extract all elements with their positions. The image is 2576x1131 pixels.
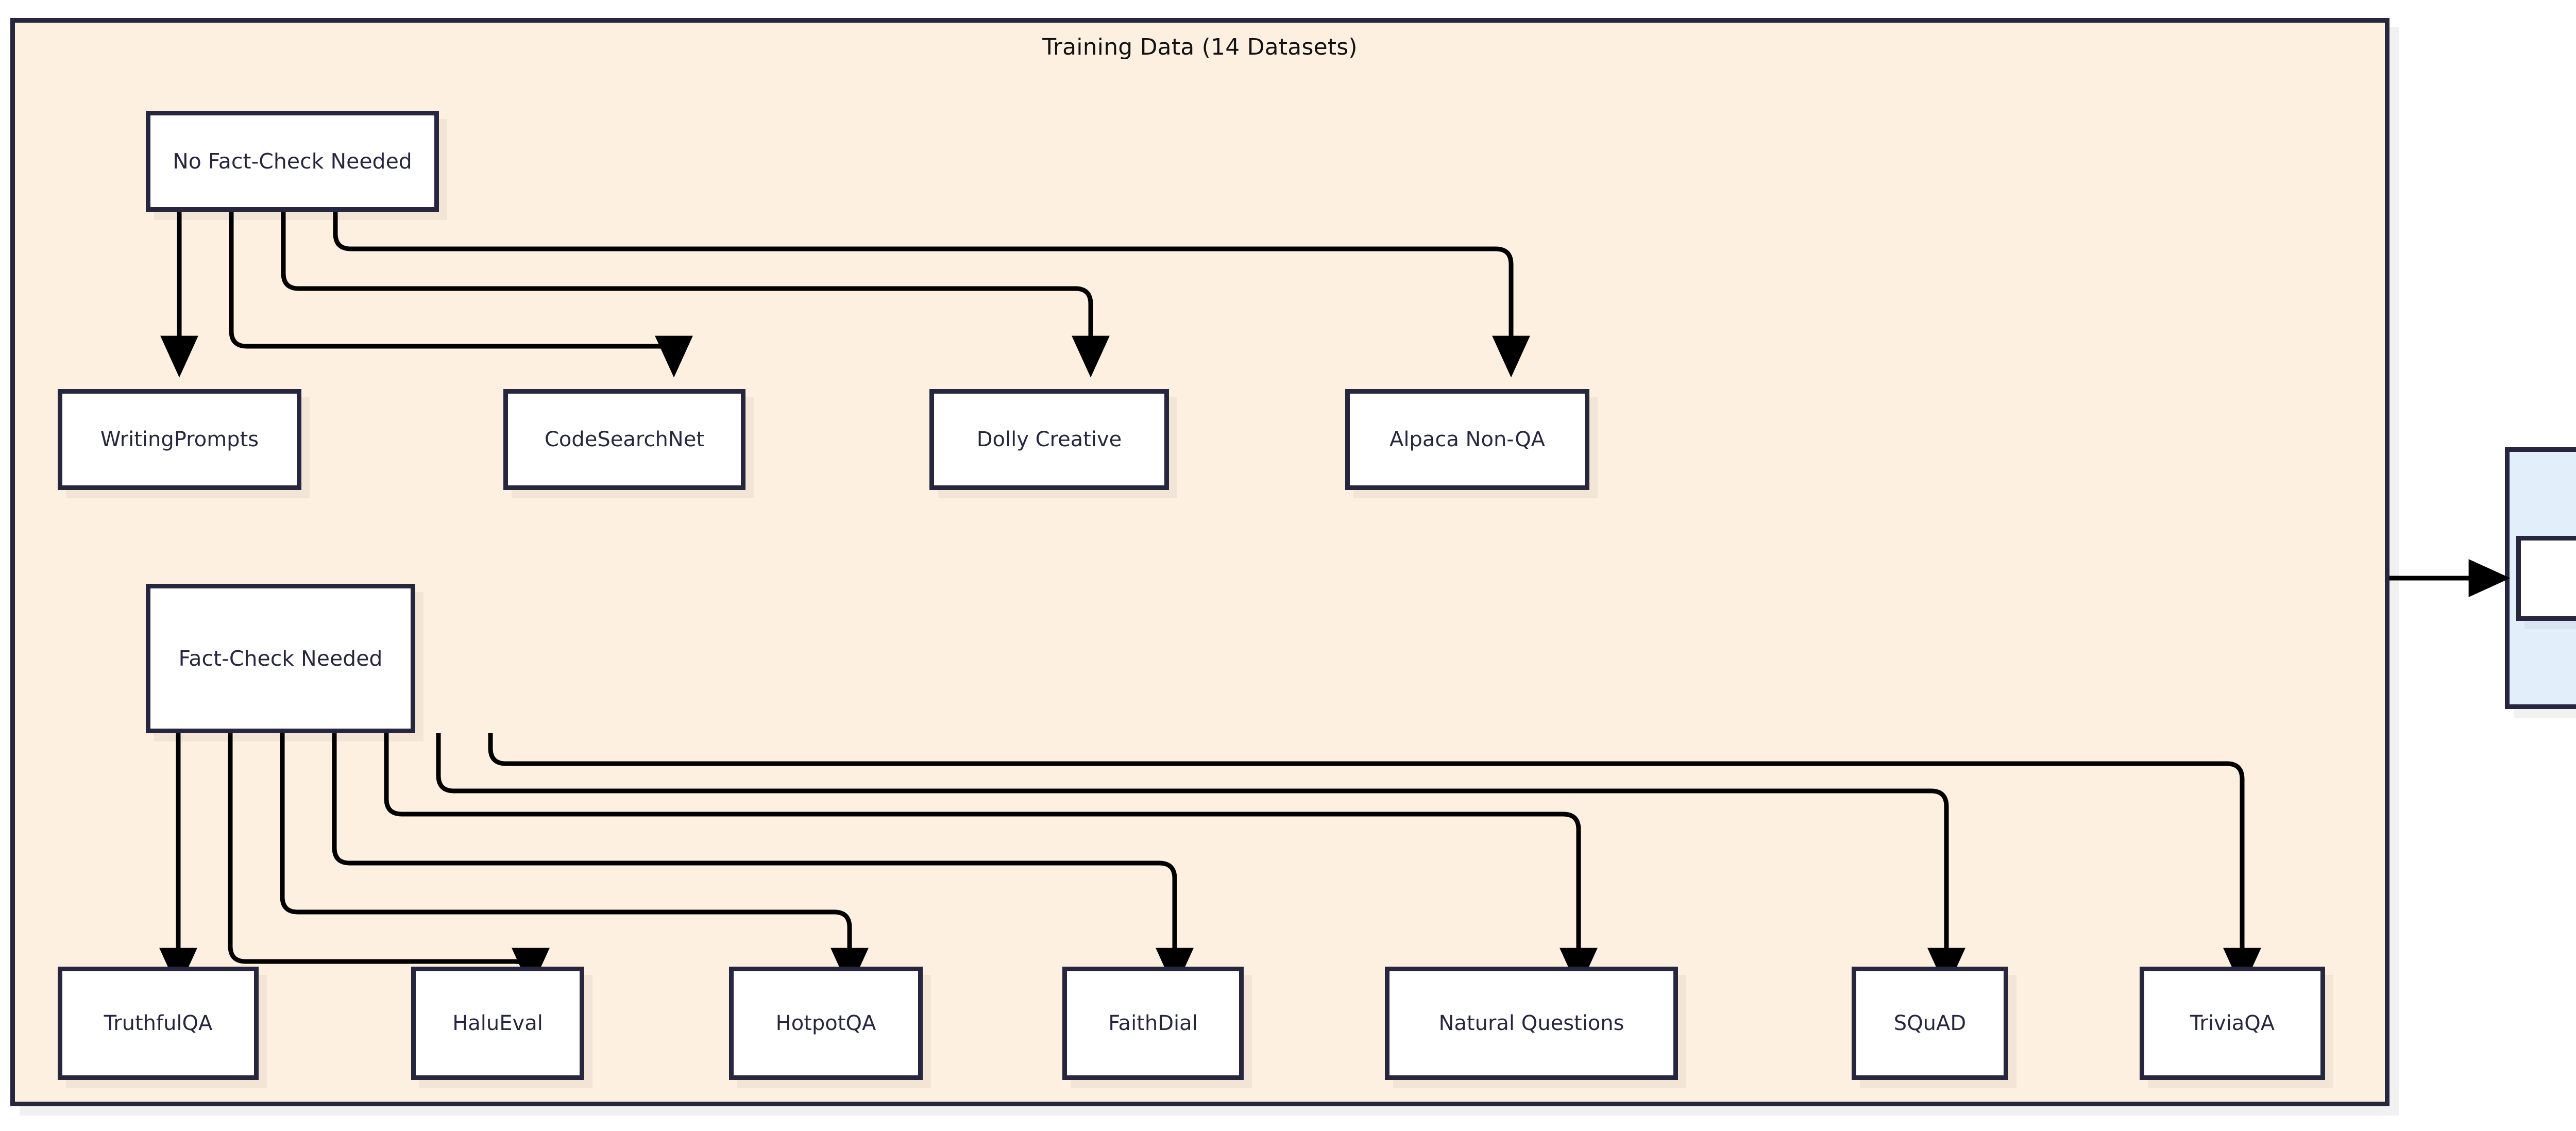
node-codesearchnet[interactable]: CodeSearchNet bbox=[503, 389, 745, 490]
node-faithdial[interactable]: FaithDial bbox=[1062, 967, 1244, 1080]
node-label: TriviaQA bbox=[2190, 1011, 2275, 1035]
node-label: HaluEval bbox=[452, 1011, 543, 1035]
node-label: SQuAD bbox=[1893, 1011, 1967, 1035]
node-truthfulqa[interactable]: TruthfulQA bbox=[58, 967, 259, 1080]
node-writingprompts[interactable]: WritingPrompts bbox=[58, 389, 301, 490]
node-natural-questions[interactable]: Natural Questions bbox=[1385, 967, 1678, 1080]
node-dolly-creative[interactable]: Dolly Creative bbox=[929, 389, 1169, 490]
node-no-fact-check-needed[interactable]: No Fact-Check Needed bbox=[146, 111, 439, 212]
cluster-halugate-sentinel-title: HaluGate Sentinel bbox=[2510, 463, 2576, 489]
cluster-training-data-title: Training Data (14 Datasets) bbox=[1042, 34, 1358, 60]
node-squad[interactable]: SQuAD bbox=[1852, 967, 2008, 1080]
node-label: CodeSearchNet bbox=[544, 428, 705, 451]
node-alpaca-non-qa[interactable]: Alpaca Non-QA bbox=[1345, 389, 1589, 490]
node-label: Alpaca Non-QA bbox=[1389, 428, 1546, 451]
node-label: TruthfulQA bbox=[104, 1011, 213, 1035]
node-label: HotpotQA bbox=[775, 1011, 876, 1035]
node-label: No Fact-Check Needed bbox=[173, 148, 412, 174]
node-fact-check-needed[interactable]: Fact-Check Needed bbox=[146, 584, 415, 733]
node-triviaqa[interactable]: TriviaQA bbox=[2140, 967, 2325, 1080]
node-hotpotqa[interactable]: HotpotQA bbox=[729, 967, 923, 1080]
node-label: Natural Questions bbox=[1438, 1011, 1624, 1035]
node-label: WritingPrompts bbox=[100, 428, 259, 451]
node-halueval[interactable]: HaluEval bbox=[411, 967, 584, 1080]
node-label: Dolly Creative bbox=[976, 428, 1122, 451]
node-label: FaithDial bbox=[1108, 1011, 1198, 1035]
node-modernbert-base[interactable]: ModernBERT Base bbox=[2516, 536, 2576, 621]
node-label: Fact-Check Needed bbox=[178, 646, 383, 671]
